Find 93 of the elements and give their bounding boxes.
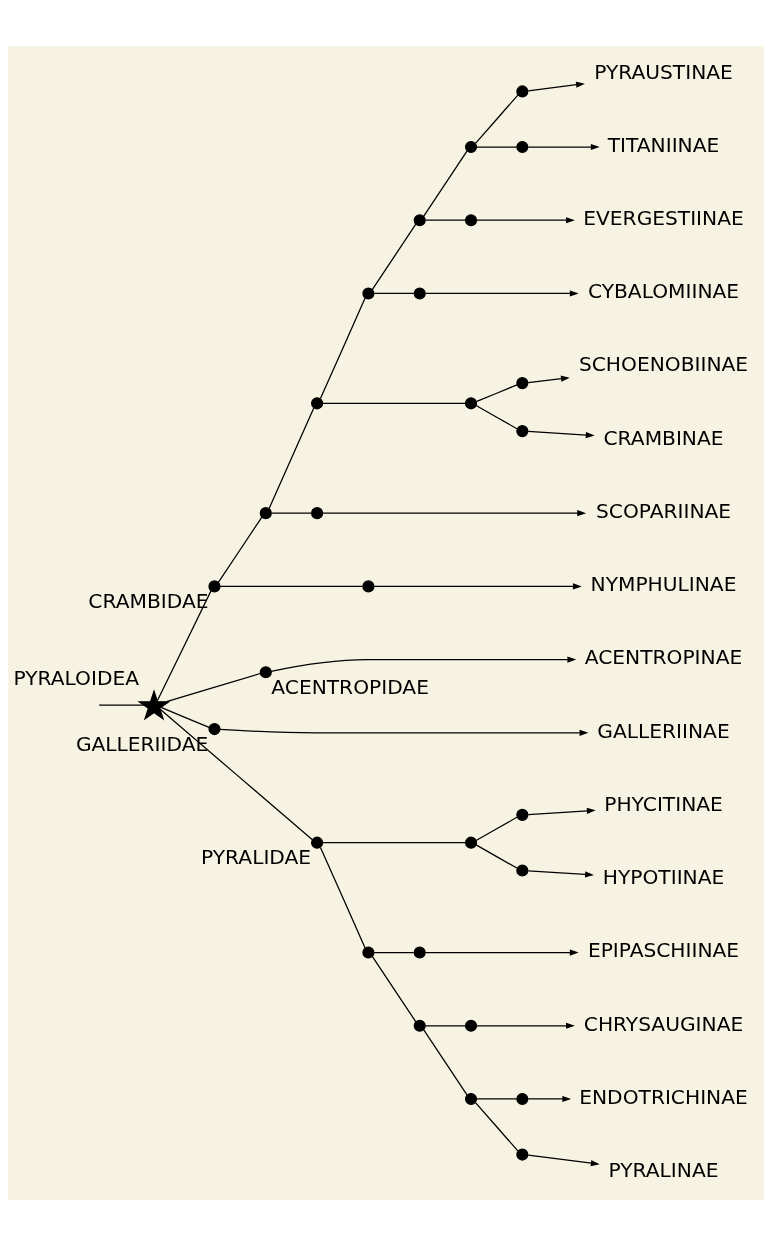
node-label: ACENTROPIDAE	[271, 674, 429, 699]
connector	[475, 404, 518, 430]
node-circle	[516, 864, 529, 877]
connector	[423, 150, 468, 217]
node-label: PYRALOIDEA	[13, 665, 140, 690]
connector	[476, 384, 518, 403]
node-text: ENDOTRICHINAE	[579, 1084, 748, 1109]
node-text: CYBALOMIINAE	[587, 279, 740, 304]
arrow	[527, 1154, 600, 1167]
connector	[319, 846, 366, 949]
arrow	[373, 583, 582, 590]
node-text: PHYCITINAE	[604, 791, 723, 816]
connector	[322, 842, 466, 844]
node-circle	[516, 808, 529, 821]
node-text: HYPOTIINAE	[602, 865, 725, 890]
connector	[474, 1102, 519, 1152]
node-text: PYRAUSTINAE	[594, 59, 733, 84]
arrow	[527, 143, 600, 151]
arrow	[527, 81, 585, 92]
node-star	[137, 689, 171, 721]
node-label: PYRALIDAE	[201, 845, 312, 870]
node-circle	[464, 397, 478, 410]
node-text: EPIPASCHIINAE	[587, 938, 740, 963]
arrow	[527, 375, 570, 384]
node-circle	[464, 140, 478, 154]
node-circle	[516, 1092, 529, 1106]
node-text: ACENTROPINAE	[584, 645, 743, 670]
connector	[424, 219, 466, 221]
connector	[423, 1029, 468, 1096]
arrow	[476, 217, 575, 224]
node-circle	[464, 214, 478, 227]
connector	[319, 297, 366, 400]
connector	[474, 94, 519, 144]
connector	[475, 816, 518, 842]
node-text: CHRYSAUGINAE	[583, 1011, 744, 1036]
connector	[475, 844, 518, 869]
connector	[371, 955, 417, 1023]
connector	[165, 672, 261, 703]
node-circle	[516, 1148, 529, 1161]
node-circle	[311, 836, 324, 849]
arrow	[219, 728, 589, 736]
connector	[217, 516, 263, 584]
node-circle	[362, 287, 375, 300]
arrow	[527, 807, 596, 816]
arrow	[476, 1022, 575, 1029]
connector	[219, 585, 364, 587]
connector	[160, 706, 210, 728]
node-circle	[516, 377, 529, 390]
node-text: GALLERIINAE	[597, 718, 730, 743]
node-circle	[259, 666, 272, 679]
node-circle	[413, 946, 426, 959]
connector	[159, 708, 313, 841]
node-circle	[413, 1019, 426, 1032]
node-circle	[516, 85, 529, 98]
node-circle	[464, 1092, 478, 1106]
connector	[98, 704, 145, 706]
connector	[476, 1098, 518, 1100]
arrow	[424, 949, 579, 956]
node-text: NYMPHULINAE	[590, 572, 737, 597]
node-circle	[311, 397, 324, 410]
connector	[156, 590, 212, 702]
node-text: SCOPARIINAE	[595, 498, 732, 523]
connector	[268, 407, 315, 510]
node-text: TITANIINAE	[607, 132, 720, 157]
connector	[322, 402, 466, 404]
node-circle	[362, 580, 375, 593]
node-circle	[259, 507, 272, 520]
node-text: SCHOENOBIINAE	[578, 352, 749, 377]
connector	[476, 146, 518, 148]
node-circle	[516, 140, 529, 154]
connector	[373, 292, 415, 295]
node-circle	[208, 580, 221, 593]
node-circle	[516, 425, 529, 438]
node-circle	[311, 507, 324, 520]
node-circle	[464, 1019, 478, 1032]
arrow	[424, 290, 579, 297]
arrow	[527, 870, 594, 878]
node-circle	[413, 214, 426, 227]
arrow	[270, 656, 577, 672]
connector	[270, 512, 312, 514]
node-text: EVERGESTIINAE	[583, 206, 744, 231]
node-text: CRAMBINAE	[603, 425, 724, 450]
arrow	[527, 430, 595, 439]
connector	[424, 1025, 466, 1027]
connector	[373, 951, 415, 954]
node-circle	[464, 836, 478, 849]
node-circle	[413, 287, 426, 300]
node-circle	[208, 722, 221, 736]
arrow	[527, 1095, 572, 1103]
connector	[371, 223, 417, 291]
arrow	[321, 510, 587, 517]
node-text: PYRALINAE	[608, 1158, 719, 1183]
node-circle	[362, 946, 375, 959]
